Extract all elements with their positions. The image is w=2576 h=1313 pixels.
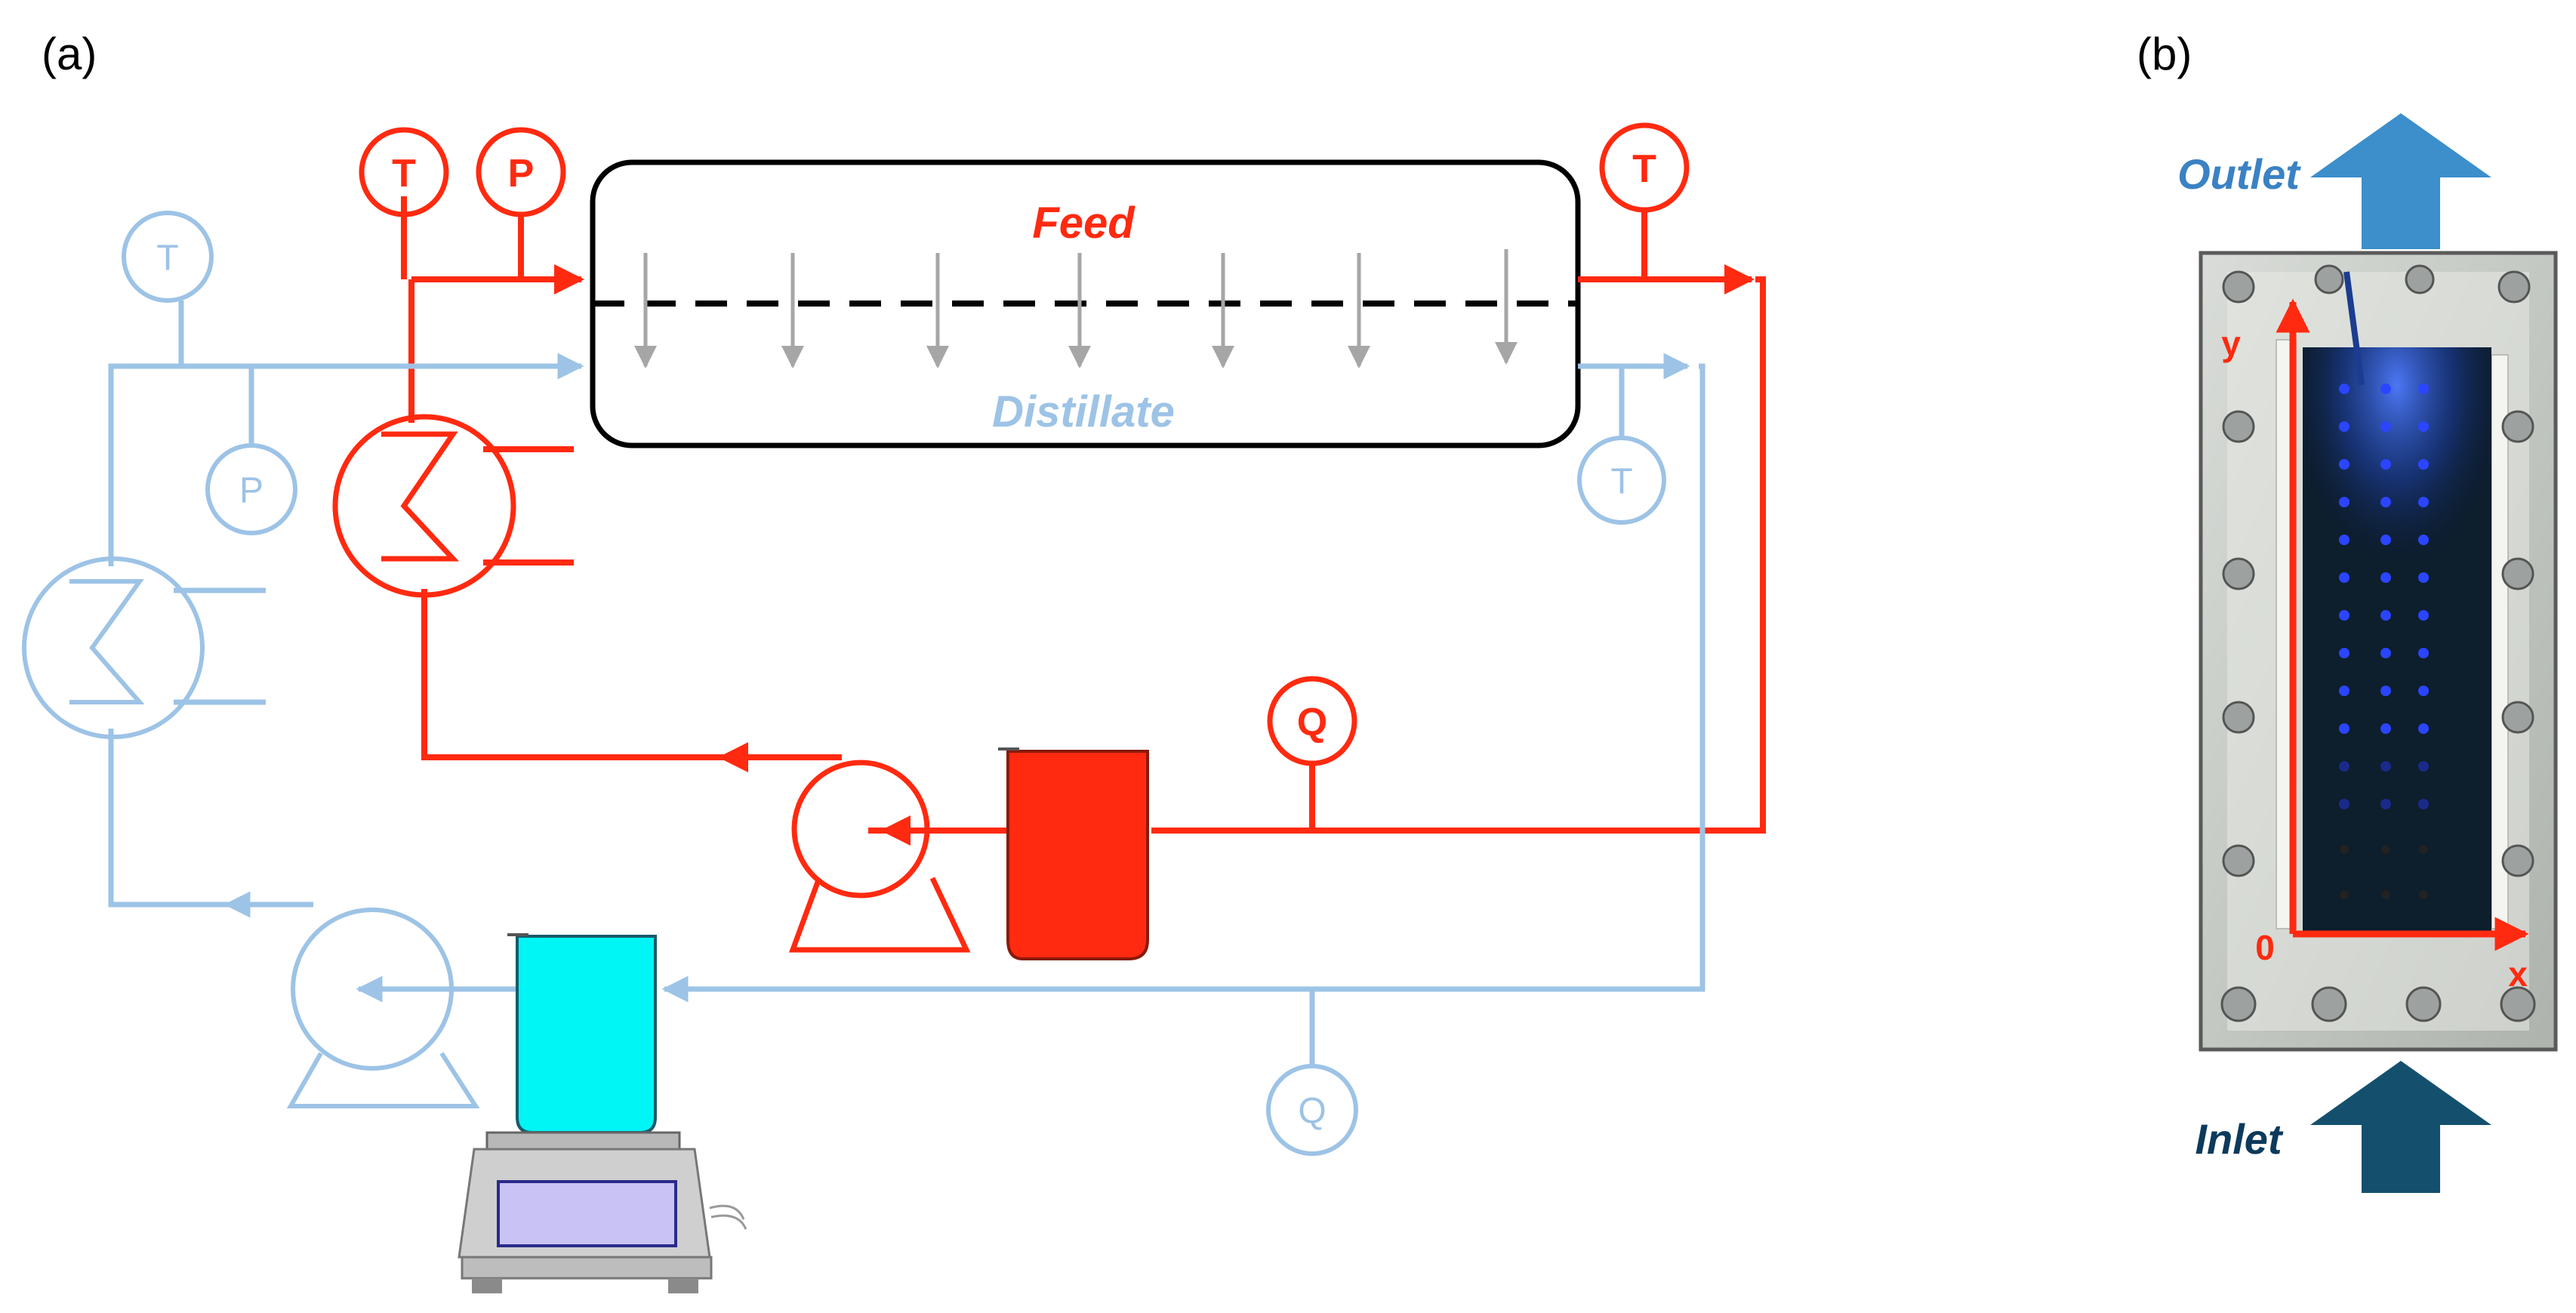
origin-label: 0 — [2255, 928, 2275, 967]
distillate-heat-exchanger — [22, 556, 205, 739]
feed-inlet-pressure-gauge — [476, 127, 566, 217]
balance-scale — [458, 1131, 747, 1293]
balance-display — [497, 1180, 677, 1247]
feed-outlet-temperature-label: T — [1632, 147, 1656, 191]
feed-label: Feed — [1032, 199, 1135, 248]
inlet-label: Inlet — [2195, 1115, 2283, 1163]
feed-pump-base — [788, 877, 971, 953]
distillate-outlet-temperature-gauge — [1577, 436, 1666, 525]
feed-flow-meter — [1267, 676, 1357, 766]
distillate-loop: T P T Q — [22, 211, 1706, 1293]
distillate-inlet-pressure-label: P — [239, 471, 263, 511]
distillate-inlet-temperature-gauge — [122, 211, 214, 303]
permeate-flux-arrows — [634, 249, 1518, 368]
feed-outlet-temperature-gauge — [1599, 122, 1690, 213]
distillate-inlet-pressure-gauge — [205, 443, 297, 535]
distillate-return-pipe — [763, 363, 1706, 992]
feed-pump — [791, 760, 930, 898]
ruler-right — [2491, 354, 2509, 929]
distillate-tank — [516, 935, 657, 1134]
distillate-pump — [291, 908, 454, 1071]
distillate-inlet-pipe — [108, 353, 584, 380]
flow-cell-photo: Outlet — [2177, 113, 2558, 1193]
outlet-label: Outlet — [2177, 150, 2301, 198]
distillate-inlet-temperature-label: T — [156, 239, 178, 279]
inlet-arrow — [2310, 1061, 2491, 1193]
feed-loop: T P T Q — [332, 122, 1766, 960]
feed-heater-return-pipe — [421, 589, 721, 760]
feed-flow-label: Q — [1297, 701, 1327, 744]
distillate-flow-meter — [1266, 1064, 1358, 1156]
bolts — [2220, 264, 2536, 1022]
panel-a-label: (a) — [42, 29, 97, 79]
x-axis-label: x — [2508, 954, 2528, 994]
feed-inlet-temperature-label: T — [392, 152, 416, 196]
distillate-pump-base — [286, 1052, 480, 1108]
y-axis-label: y — [2221, 324, 2241, 363]
panel-b-label: (b) — [2137, 29, 2192, 79]
feed-heat-exchanger — [332, 414, 516, 598]
schematic: Feed Distillate — [22, 122, 1766, 1293]
feed-inlet-pressure-label: P — [508, 152, 535, 196]
distillate-outlet-temperature-label: T — [1610, 462, 1632, 502]
distillate-heater-return-pipe — [108, 729, 226, 908]
feed-tank — [1006, 750, 1149, 960]
distillate-heat-exchanger-sigma-icon — [69, 579, 145, 704]
feed-inlet-temperature-gauge — [359, 127, 449, 217]
feed-return-pipe — [1151, 276, 1766, 834]
feed-heat-exchanger-sigma-icon — [381, 431, 460, 562]
outlet-arrow — [2310, 113, 2491, 249]
distillate-flow-label: Q — [1298, 1092, 1326, 1132]
sensor-dot-grid — [2339, 384, 2429, 899]
distillate-label: Distillate — [992, 387, 1175, 436]
